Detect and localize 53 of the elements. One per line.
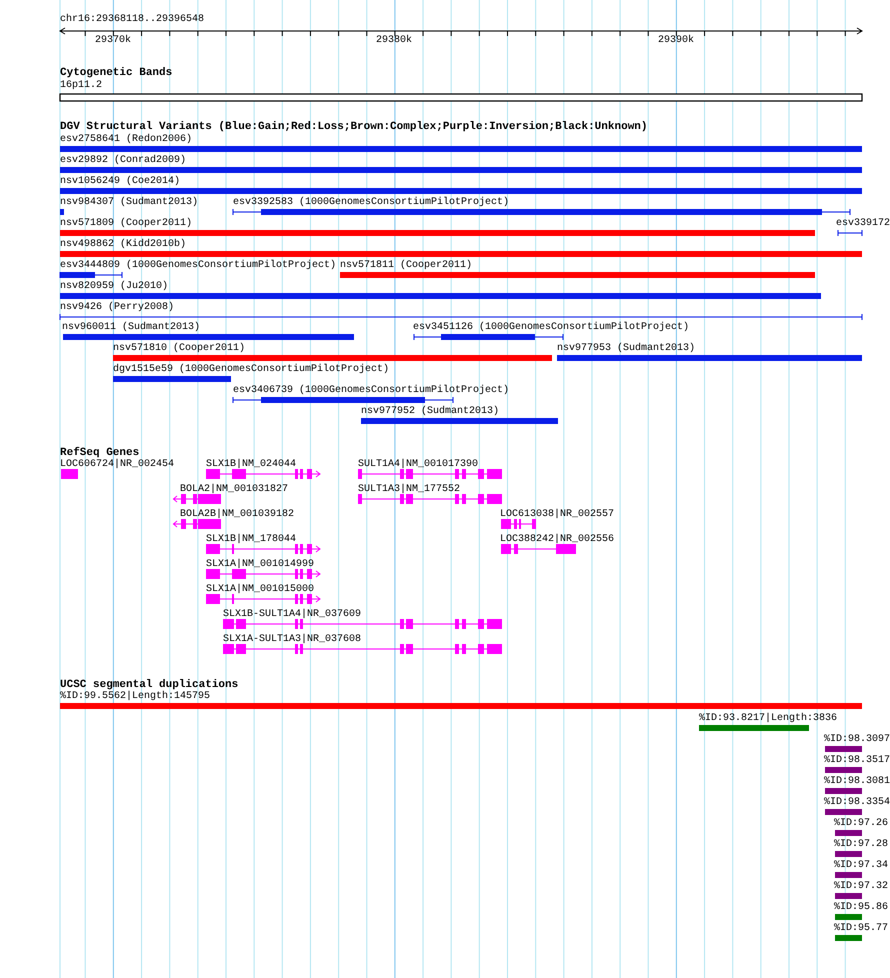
feature-label: nsv498862 (Kidd2010b) [60,239,186,251]
feature-label: nsv571809 (Cooper2011) [60,218,192,230]
feature-label: %ID:97.28 [834,839,888,851]
feature-label: esv3451126 (1000GenomesConsortiumPilotProject) [413,322,690,334]
feature-label: %ID:93.8217|Length:3836 [699,713,838,725]
feature-label: %ID:97.32 [834,881,888,893]
track-title: RefSeq Genes [60,447,140,459]
feature-label: nsv9426 (Perry2008) [60,302,174,314]
gene-label: SULT1A3|NM_177552 [358,484,460,496]
gene-label: SLX1A|NM_001015000 [206,584,314,596]
gene-label: SLX1A|NM_001014999 [206,559,314,571]
feature-label: esv3406739 (1000GenomesConsortiumPilotProject) [233,385,510,397]
feature-label: %ID:99.5562|Length:145795 [60,691,210,703]
region-label: chr16:29368118..29396548 [60,14,204,26]
feature-label: %ID:95.86 [834,902,888,914]
feature-label: %ID:97.34 [834,860,888,872]
feature-label: esv29892 (Conrad2009) [60,155,186,167]
track-title: DGV Structural Variants (Blue:Gain;Red:Loss;Brown:Complex;Purple:Inversion;Black:Unknown) [60,121,648,133]
feature-label: nsv977952 (Sudmant2013) [361,406,500,418]
feature-label: nsv984307 (Sudmant2013) [60,197,198,209]
gene-label: LOC613038|NR_002557 [500,509,614,521]
gene-label: SULT1A4|NM_001017390 [358,459,478,471]
feature-label: nsv977953 (Sudmant2013) [557,343,696,355]
feature-label: nsv960011 (Sudmant2013) [62,322,200,334]
feature-label: esv2758641 (Redon2006) [60,134,192,146]
gene-label: SLX1A-SULT1A3|NR_037608 [223,634,362,646]
feature-label: dgv1515e59 (1000GenomesConsortiumPilotProject) [113,364,390,376]
gene-label: SLX1B|NM_024044 [206,459,296,471]
gene-label: SLX1B-SULT1A4|NR_037609 [223,609,362,621]
band-label: 16p11.2 [60,80,102,92]
feature-label: %ID:98.3081 [824,776,890,788]
feature-label: %ID:95.77 [834,923,888,935]
feature-label: nsv571810 (Cooper2011) [113,343,246,355]
feature-label: esv339172 [836,218,890,230]
tick-label: 29370k [95,35,132,47]
feature-label: %ID:98.3097 [824,734,890,746]
tick-label: 29380k [376,35,412,47]
track-title: Cytogenetic Bands [60,67,172,79]
gene-label: LOC388242|NR_002556 [500,534,614,546]
gene-label: SLX1B|NM_178044 [206,534,296,546]
feature-label: nsv1056249 (Coe2014) [60,176,180,188]
feature-label: esv3444809 (1000GenomesConsortiumPilotProject) [60,260,336,272]
feature-label: nsv820959 (Ju2010) [60,281,168,293]
feature-label: nsv571811 (Cooper2011) [340,260,472,272]
feature-label: esv3392583 (1000GenomesConsortiumPilotProject) [233,197,510,209]
gene-label: BOLA2|NM_001031827 [180,484,288,496]
feature-label: %ID:97.26 [834,818,888,830]
gene-label: BOLA2B|NM_001039182 [180,509,294,521]
feature-label: %ID:98.3517 [824,755,890,767]
feature-label: %ID:98.3354 [824,797,890,809]
track-title: UCSC segmental duplications [60,679,238,691]
tick-label: 29390k [658,35,694,47]
gene-label: LOC606724|NR_002454 [60,459,174,471]
